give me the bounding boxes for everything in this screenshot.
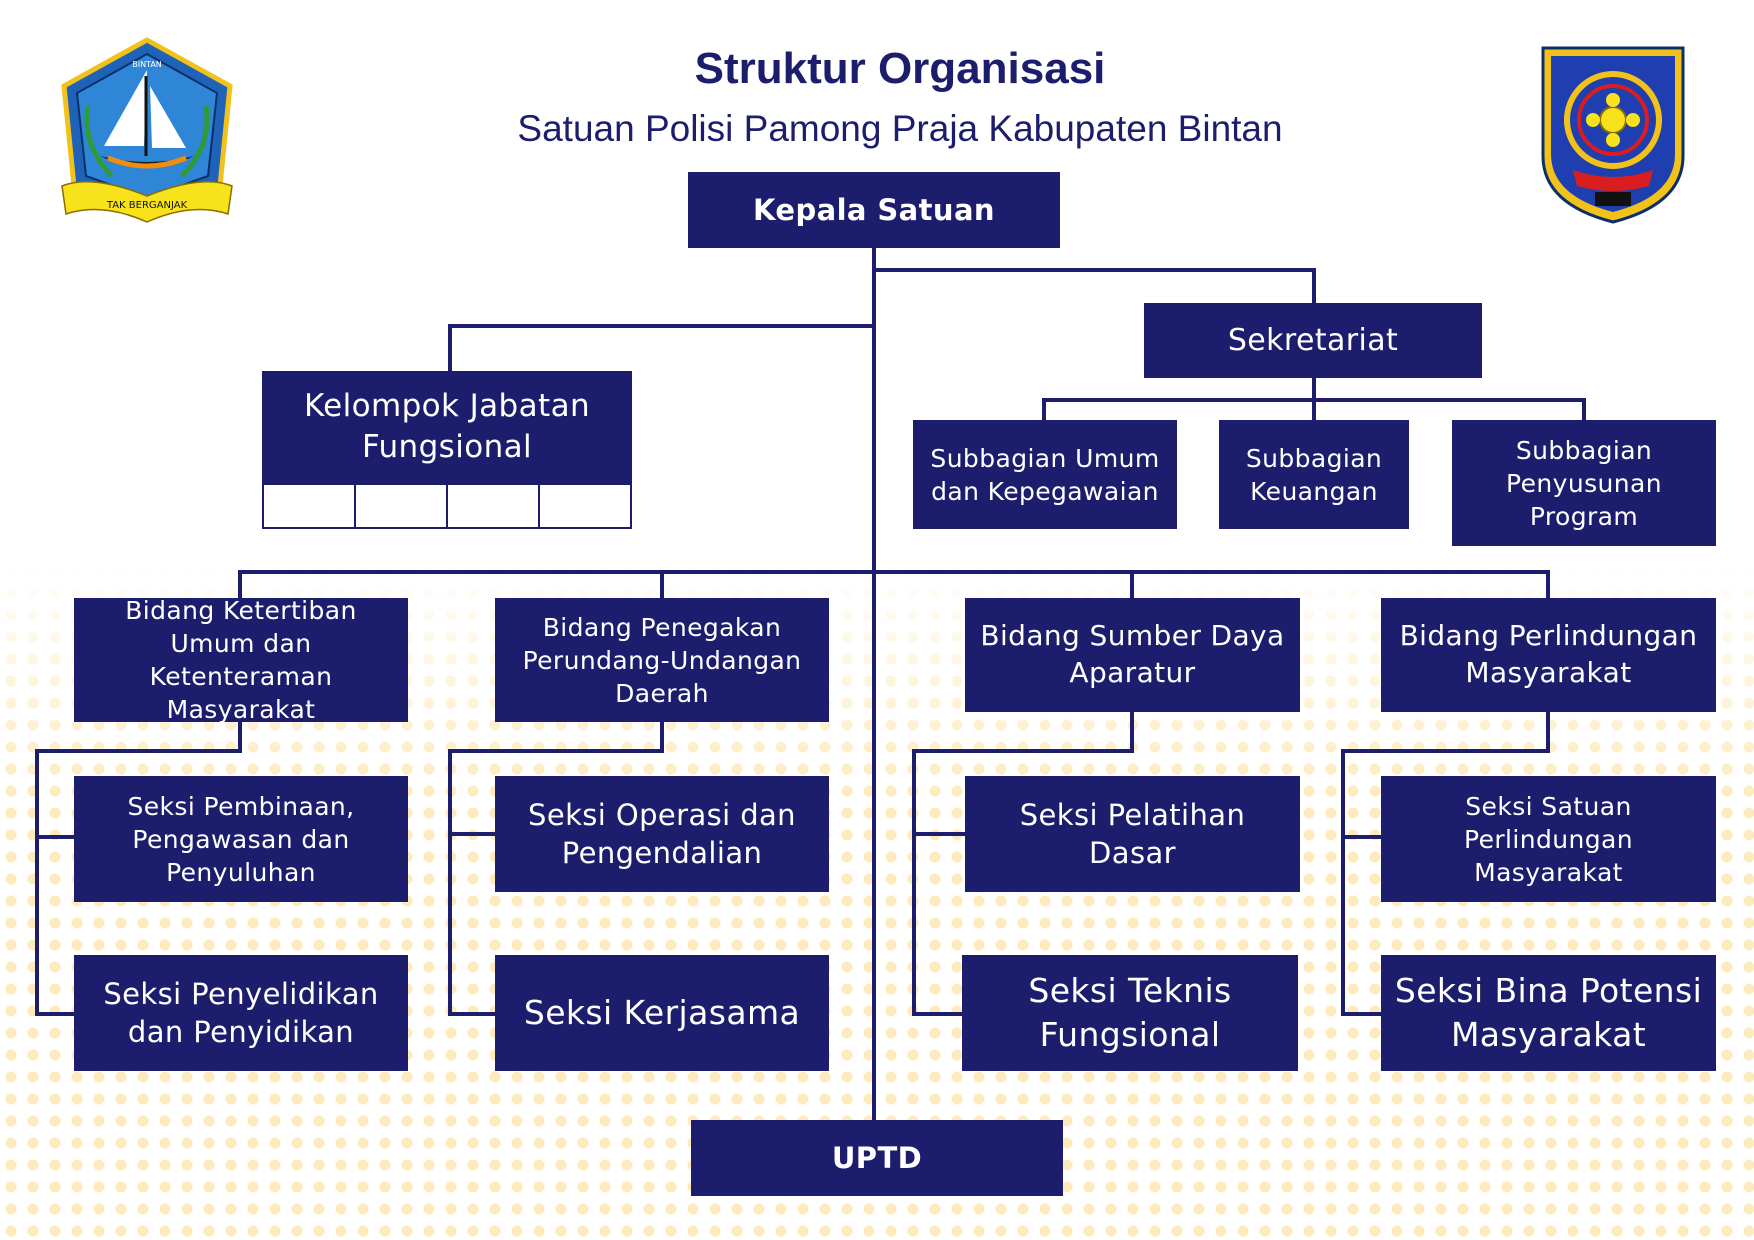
seksi-satuan-linmas-label: Seksi Satuan Perlindungan Masyarakat — [1464, 791, 1633, 887]
connector-division-2-sections — [448, 720, 664, 1016]
subbagian-umum-kepegawaian-box: Subbagian Umum dan Kepegawaian — [913, 420, 1177, 529]
bidang-perlindungan-box: Bidang Perlindungan Masyarakat — [1381, 598, 1716, 712]
seksi-pembinaan-label: Seksi Pembinaan, Pengawasan dan Penyuluh… — [127, 791, 355, 887]
bidang-sumber-daya-aparatur-box: Bidang Sumber Daya Aparatur — [965, 598, 1300, 712]
seksi-kerjasama-box: Seksi Kerjasama — [495, 955, 829, 1071]
seksi-operasi-label: Seksi Operasi dan Pengendalian — [528, 797, 796, 870]
kelompok-jabatan-fungsional-slots — [262, 483, 632, 529]
bidang-ketertiban-label: Bidang Ketertiban Umum dan Ketenteraman … — [125, 596, 357, 724]
seksi-penyelidikan-box: Seksi Penyelidikan dan Penyidikan — [74, 955, 408, 1071]
connector-division-3-sections — [912, 710, 1134, 1016]
kelompok-jabatan-fungsional-label: Kelompok Jabatan Fungsional — [303, 388, 591, 465]
subbagian-keuangan-box: Subbagian Keuangan — [1219, 420, 1409, 529]
kelompok-jabatan-fungsional-box: Kelompok Jabatan Fungsional — [262, 371, 632, 483]
functional-slot — [262, 483, 355, 529]
seksi-teknis-fungsional-box: Seksi Teknis Fungsional — [962, 955, 1298, 1071]
subbagian-keuangan-label: Subbagian Keuangan — [1245, 443, 1383, 506]
bidang-sumber-daya-aparatur-label: Bidang Sumber Daya Aparatur — [980, 619, 1285, 689]
seksi-satuan-linmas-box: Seksi Satuan Perlindungan Masyarakat — [1381, 776, 1716, 902]
functional-slot — [539, 483, 632, 529]
svg-text:TAK BERGANJAK: TAK BERGANJAK — [106, 200, 188, 211]
subbagian-umum-kepegawaian-label: Subbagian Umum dan Kepegawaian — [930, 443, 1160, 506]
subbagian-penyusunan-program-box: Subbagian Penyusunan Program — [1452, 420, 1716, 546]
kabupaten-bintan-emblem-icon: BINTAN TAK BERGANJAK — [61, 37, 233, 223]
kepala-satuan-box: Kepala Satuan — [688, 172, 1060, 248]
connector-trunk-divisions — [238, 570, 1550, 600]
sekretariat-box: Sekretariat — [1144, 303, 1482, 378]
seksi-operasi-box: Seksi Operasi dan Pengendalian — [495, 776, 829, 892]
seksi-bina-potensi-label: Seksi Bina Potensi Masyarakat — [1394, 971, 1703, 1054]
bidang-penegakan-box: Bidang Penegakan Perundang-Undangan Daer… — [495, 598, 829, 722]
satpol-pp-emblem-icon — [1541, 46, 1685, 224]
bidang-perlindungan-label: Bidang Perlindungan Masyarakat — [1399, 619, 1698, 689]
page-subtitle: Satuan Polisi Pamong Praja Kabupaten Bin… — [517, 108, 1283, 149]
functional-slot — [355, 483, 447, 529]
connector-secretariat-subunits — [1042, 376, 1586, 422]
page-title: Struktur Organisasi — [694, 44, 1106, 93]
subbagian-penyusunan-program-label: Subbagian Penyusunan Program — [1506, 435, 1662, 531]
connector-head-functional-group — [448, 324, 876, 373]
bidang-penegakan-label: Bidang Penegakan Perundang-Undangan Daer… — [522, 612, 802, 708]
uptd-label: UPTD — [831, 1140, 923, 1175]
connector-division-4-sections — [1341, 710, 1550, 1016]
connector-head-secretariat — [872, 268, 1316, 305]
connector-division-1-sections — [35, 720, 242, 1016]
sekretariat-label: Sekretariat — [1227, 322, 1399, 358]
seksi-kerjasama-label: Seksi Kerjasama — [523, 993, 801, 1033]
bidang-ketertiban-box: Bidang Ketertiban Umum dan Ketenteraman … — [74, 596, 408, 724]
seksi-pelatihan-dasar-box: Seksi Pelatihan Dasar — [965, 776, 1300, 892]
seksi-bina-potensi-box: Seksi Bina Potensi Masyarakat — [1381, 955, 1716, 1071]
svg-text:BINTAN: BINTAN — [132, 60, 162, 69]
seksi-pelatihan-dasar-label: Seksi Pelatihan Dasar — [1019, 797, 1246, 870]
uptd-box: UPTD — [691, 1120, 1063, 1196]
seksi-penyelidikan-label: Seksi Penyelidikan dan Penyidikan — [103, 976, 379, 1049]
functional-slot — [447, 483, 539, 529]
kepala-satuan-label: Kepala Satuan — [753, 192, 995, 227]
seksi-teknis-fungsional-label: Seksi Teknis Fungsional — [1028, 971, 1232, 1054]
seksi-pembinaan-box: Seksi Pembinaan, Pengawasan dan Penyuluh… — [74, 776, 408, 902]
